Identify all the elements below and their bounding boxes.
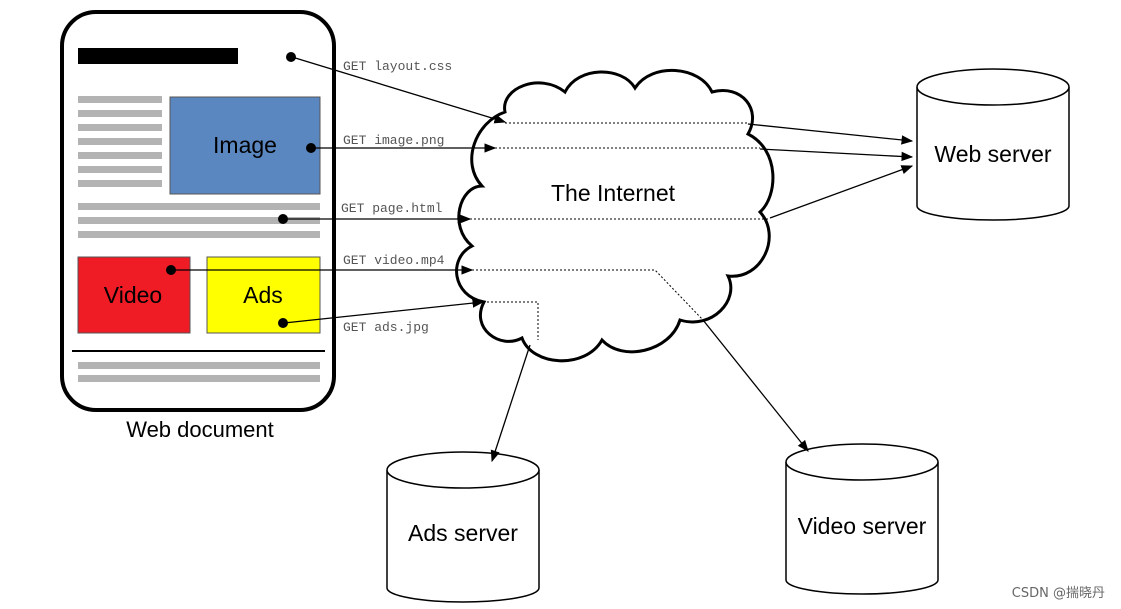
- arrow-to-ads: [490, 344, 531, 463]
- image-label: Image: [213, 132, 277, 158]
- arrow-to-web-1: [747, 123, 914, 145]
- request-arrows: [172, 56, 507, 324]
- ads-label: Ads: [243, 282, 283, 308]
- cloud-label: The Internet: [551, 180, 676, 206]
- cloud-internal-paths: [470, 122, 770, 340]
- web-document: Image Video Ads: [60, 10, 336, 412]
- ads-server-label: Ads server: [408, 520, 518, 546]
- request-label: GET layout.css: [343, 59, 452, 74]
- request-label: GET ads.jpg: [343, 320, 429, 335]
- request-label: GET video.mp4: [343, 253, 445, 268]
- request-labels: GET layout.css GET image.png GET page.ht…: [341, 59, 452, 335]
- video-server-label: Video server: [798, 513, 927, 539]
- watermark: CSDN @揣晓丹: [1011, 586, 1105, 601]
- arrow-ads-jpg: [283, 298, 485, 324]
- arrow-to-web-3: [769, 165, 914, 219]
- arrow-to-web-2: [759, 148, 914, 162]
- document-text-lines-left: [78, 96, 162, 187]
- web-server: Web server: [916, 68, 1070, 221]
- request-source-dots: [166, 52, 316, 328]
- document-title-bar: [78, 48, 238, 64]
- request-label: GET image.png: [343, 133, 444, 148]
- server-arrows: [490, 123, 914, 463]
- video-label: Video: [104, 282, 162, 308]
- arrow-layout-css: [291, 56, 507, 124]
- document-text-area: [78, 203, 320, 238]
- internet-cloud: The Internet: [455, 68, 775, 363]
- ads-server: Ads server: [386, 451, 540, 603]
- image-block: [169, 96, 321, 195]
- arrow-to-video: [702, 319, 809, 452]
- document-footer-lines: [78, 362, 320, 382]
- video-server: Video server: [785, 443, 939, 595]
- web-server-label: Web server: [934, 141, 1052, 167]
- document-caption: Web document: [126, 417, 274, 442]
- request-label: GET page.html: [341, 201, 443, 216]
